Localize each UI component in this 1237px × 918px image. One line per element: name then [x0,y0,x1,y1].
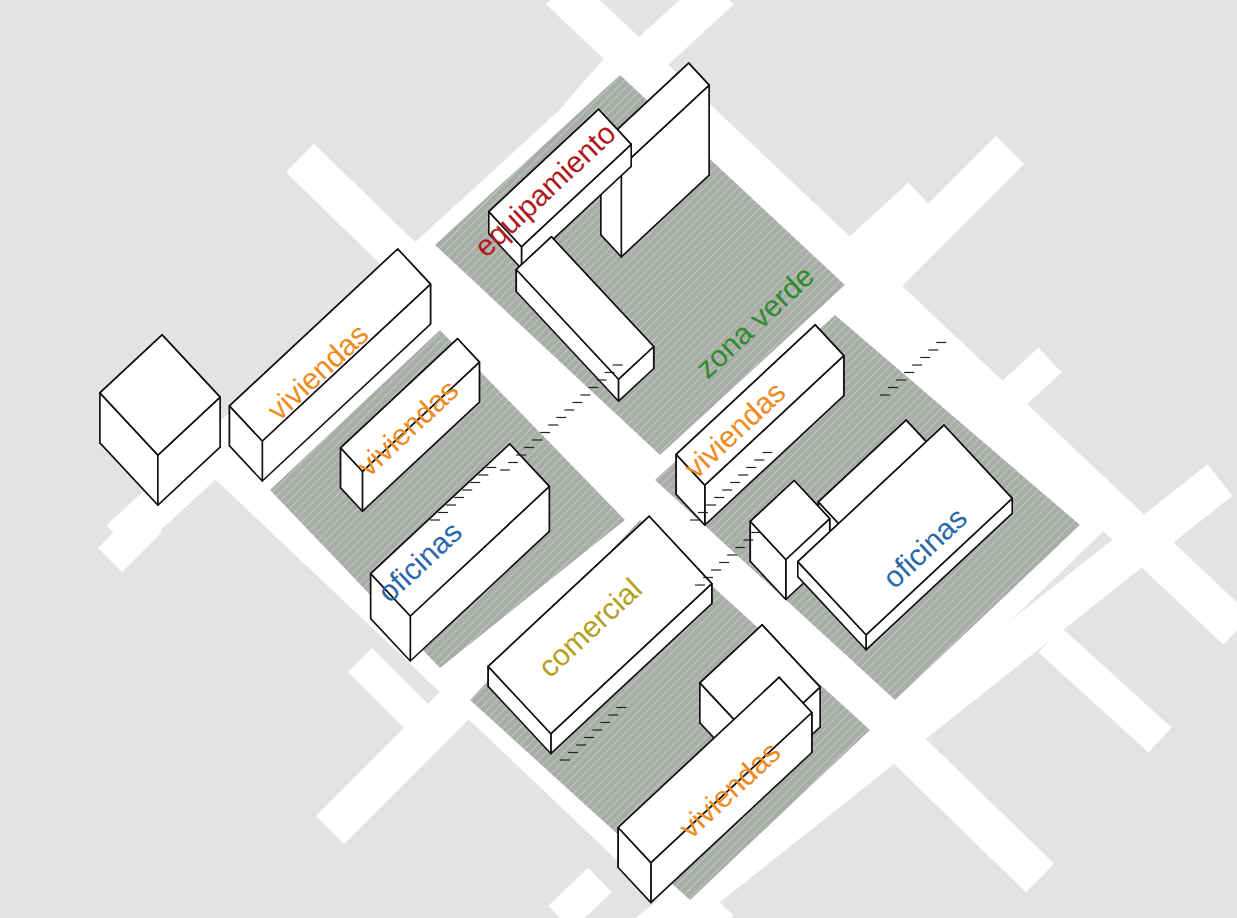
tick-mark [743,539,753,540]
tick-mark [698,512,708,513]
tick-mark [904,372,914,373]
tick-mark [532,439,542,440]
tick-mark [430,519,440,520]
street-area [230,40,1115,918]
tick-mark [540,432,550,433]
buildings [100,63,1012,903]
land-use-label: oficinas [373,516,468,607]
building-face [488,516,712,733]
tick-mark [730,482,740,483]
land-use-label: oficinas [878,502,973,593]
land-use-label: viviendas [674,736,786,843]
tick-mark [592,729,602,730]
tick-mark [703,577,713,578]
land-use-label: viviendas [679,376,791,483]
tick-mark [584,737,594,738]
tick-mark [735,547,745,548]
tick-mark [888,387,898,388]
tick-mark [711,569,721,570]
tick-mark [762,452,772,453]
building-face [100,335,220,455]
tick-mark [722,489,732,490]
tick-mark [608,714,618,715]
tick-mark [516,454,526,455]
tick-mark [438,512,448,513]
tick-mark [613,364,623,365]
tick-mark [446,504,456,505]
tick-mark [560,759,570,760]
tick-mark [572,402,582,403]
tick-mark [508,462,518,463]
building-face [371,444,550,616]
building-face [676,325,844,485]
tick-mark [548,424,558,425]
building-face [516,237,653,379]
tick-mark [605,372,615,373]
tick-mark [564,409,574,410]
tick-mark [478,474,488,475]
tick-mark [576,744,586,745]
tick-mark [719,562,729,563]
land-use-label: equipamiento [469,118,621,263]
tick-mark [556,417,566,418]
tick-mark [936,342,946,343]
tick-mark [568,752,578,753]
tick-mark [454,497,464,498]
tick-mark [580,394,590,395]
tick-mark [920,357,930,358]
tick-mark [754,459,764,460]
land-use-label: zona verde [690,260,819,383]
tick-mark [486,467,496,468]
tick-mark [727,554,737,555]
street-network [120,0,1237,918]
tick-mark [714,497,724,498]
tick-mark [751,532,761,533]
tick-mark [588,387,598,388]
tick-mark [880,394,890,395]
land-use-label: comercial [533,573,647,682]
tick-mark [690,519,700,520]
tick-mark [738,474,748,475]
tick-mark [928,349,938,350]
tick-mark [912,364,922,365]
tick-mark [695,584,705,585]
land-use-label: viviendas [262,318,374,425]
tick-mark [600,722,610,723]
tick-mark [896,379,906,380]
city-blocks [270,75,1080,900]
building-face [618,677,812,862]
land-use-label: viviendas [352,374,464,481]
tick-mark [597,379,607,380]
tick-mark [462,489,472,490]
tick-mark [746,467,756,468]
tick-mark [524,447,534,448]
tick-mark [500,469,510,470]
building-face [798,425,1012,635]
tick-mark [470,482,480,483]
tick-mark [706,504,716,505]
tick-mark [616,707,626,708]
